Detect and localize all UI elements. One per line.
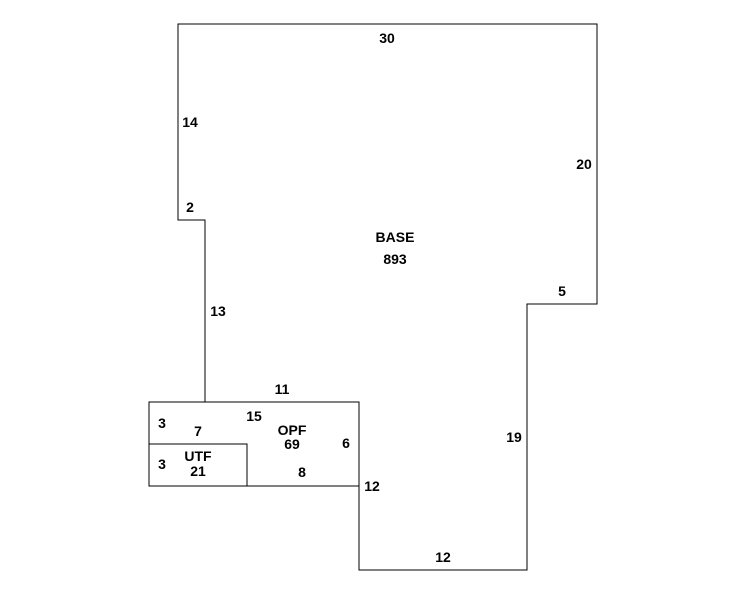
utf-area: 21 (190, 463, 206, 479)
dim-base-right-lower: 19 (506, 429, 522, 445)
utf-label: UTF (184, 448, 212, 464)
dim-base-step-left: 2 (186, 199, 194, 215)
dim-base-bottom: 12 (435, 549, 451, 565)
dim-base-left-lower: 13 (210, 303, 226, 319)
dim-opf-right: 6 (342, 435, 350, 451)
dim-base-left-upper: 14 (182, 114, 198, 130)
dim-base-top: 30 (379, 30, 395, 46)
dim-base-over-opf: 11 (275, 381, 290, 397)
dim-base-step-right: 5 (558, 283, 566, 299)
dim-utf-left: 3 (158, 456, 166, 472)
base-label: BASE (376, 229, 415, 245)
base-outline (177, 23, 598, 571)
dim-opf-left: 3 (158, 415, 166, 431)
dim-base-right-upper: 20 (576, 156, 592, 172)
dim-base-inner-vertical: 12 (364, 478, 380, 494)
dim-opf-top: 15 (246, 408, 262, 424)
dim-opf-bottom: 8 (298, 464, 306, 480)
utf-outline (148, 443, 248, 487)
opf-area: 69 (284, 436, 300, 452)
dim-utf-top: 7 (194, 423, 202, 439)
opf-label: OPF (278, 422, 307, 438)
base-area: 893 (383, 251, 407, 267)
